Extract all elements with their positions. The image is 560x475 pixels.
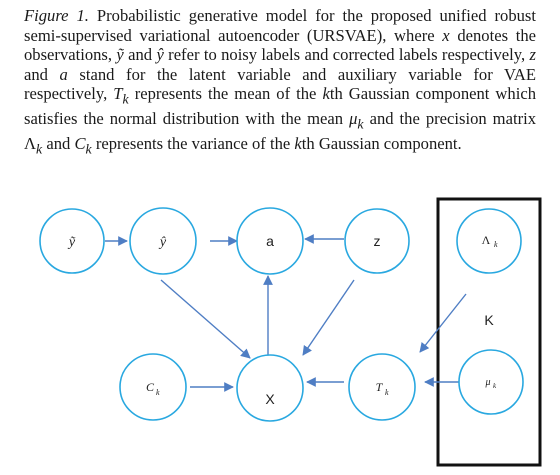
label-lambda-sub: k xyxy=(494,240,498,249)
figure-caption: Figure 1. Probabilistic generative model… xyxy=(24,6,536,159)
label-a: a xyxy=(266,233,274,249)
var-k2: k xyxy=(294,134,302,154)
label-t-sub: k xyxy=(385,388,389,397)
node-z xyxy=(344,208,410,274)
var-mu: μ xyxy=(349,109,358,129)
var-t-sub: k xyxy=(122,91,129,107)
node-x xyxy=(236,354,304,422)
var-lambda-sub: k xyxy=(36,141,43,157)
var-c: C xyxy=(74,134,86,154)
label-mu: μ xyxy=(484,377,490,388)
node-a xyxy=(236,207,304,275)
node-mu xyxy=(458,349,524,415)
node-t xyxy=(348,353,416,421)
caption-seg: th Gaussian component. xyxy=(301,134,462,154)
caption-seg: denotes the observations, xyxy=(24,25,536,65)
caption-seg: represents the mean of the xyxy=(128,84,323,104)
label-y-tilde: ỹ xyxy=(67,235,76,250)
label-c-sub: k xyxy=(156,388,160,397)
caption-seg: refer to noisy labels and corrected labe… xyxy=(163,45,530,65)
var-k: k xyxy=(322,84,330,104)
var-z: z xyxy=(529,45,536,65)
figure-label: Figure 1. xyxy=(24,6,89,25)
label-lambda: Λ xyxy=(482,233,491,247)
node-lambda xyxy=(456,208,522,274)
var-c-sub: k xyxy=(85,141,92,157)
var-lambda: Λ xyxy=(24,134,37,154)
label-mu-sub: k xyxy=(493,382,497,390)
caption-text: Probabilistic generative model for the p… xyxy=(24,6,536,45)
node-y-hat xyxy=(129,207,197,275)
label-y-hat: ŷ xyxy=(158,235,167,250)
caption-seg: and the precision matrix xyxy=(363,109,536,129)
label-z: z xyxy=(374,233,381,249)
edge-lambda-t xyxy=(419,293,467,353)
var-a: a xyxy=(59,64,68,84)
caption-seg: and xyxy=(24,64,60,84)
edge-z-x xyxy=(302,279,355,356)
var-y-tilde: ỹ xyxy=(116,45,124,65)
var-mu-sub: k xyxy=(357,116,364,132)
node-y-tilde xyxy=(39,208,105,274)
caption-seg: represents the variance of the xyxy=(91,134,295,154)
var-y-hat: ŷ xyxy=(156,45,164,65)
caption-seg: and xyxy=(42,134,75,154)
plate-box xyxy=(436,197,542,467)
plate-label: K xyxy=(484,312,494,328)
caption-seg: and xyxy=(123,45,157,65)
label-t: T xyxy=(376,380,384,394)
var-t: T xyxy=(113,84,123,104)
caption-seg: th Gaussian component which satisfies th… xyxy=(24,84,536,129)
caption-seg: stand for the latent variable and auxili… xyxy=(24,64,536,104)
var-x: x xyxy=(442,25,450,45)
label-c: C xyxy=(146,380,155,394)
edge-yhat-x xyxy=(160,279,251,359)
label-x: X xyxy=(265,391,275,407)
node-c xyxy=(119,353,187,421)
